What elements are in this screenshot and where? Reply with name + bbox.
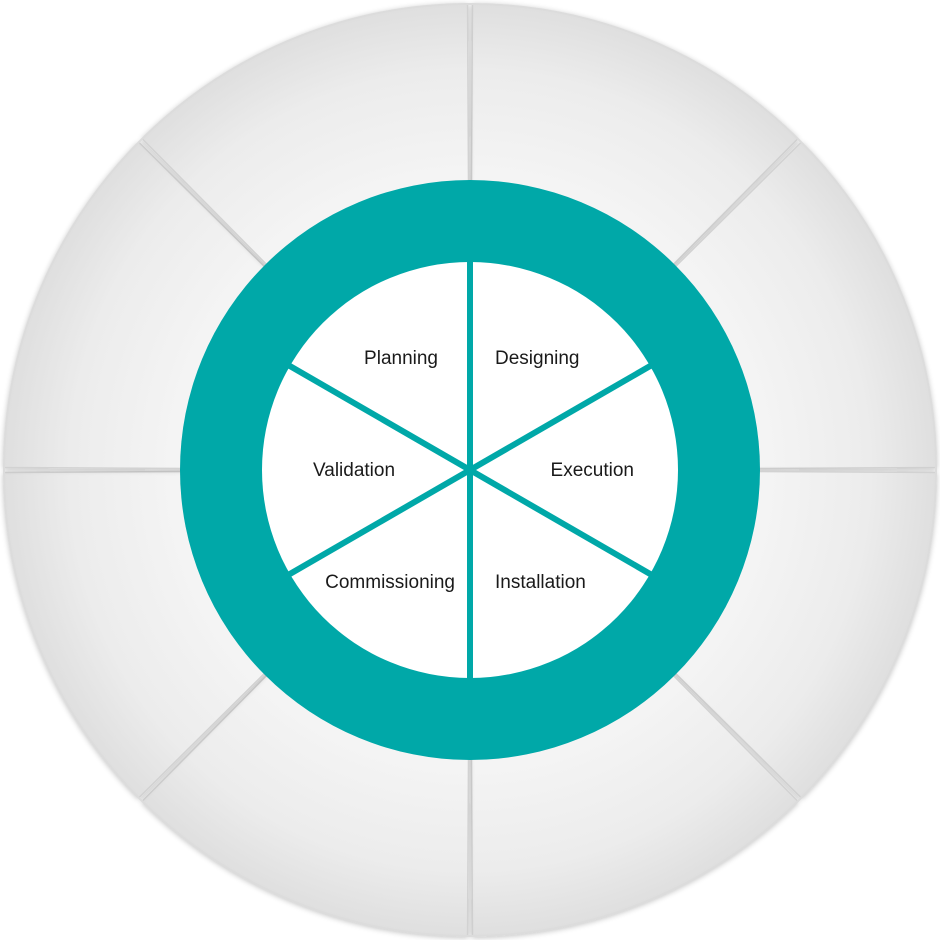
phase-divider-line (286, 467, 472, 578)
phase-label-installation: Installation (495, 572, 586, 593)
phase-label-execution: Execution (551, 460, 634, 481)
outer-rim (3, 3, 937, 937)
phase-label-validation: Validation (313, 460, 395, 481)
phase-label-designing: Designing (495, 348, 580, 369)
phase-label-planning: Planning (364, 348, 438, 369)
phase-divider-line (286, 362, 472, 473)
phase-divider-line (468, 467, 654, 578)
phase-dividers (286, 260, 654, 680)
phase-divider-line (468, 362, 654, 473)
phase-label-commissioning: Commissioning (325, 572, 455, 593)
